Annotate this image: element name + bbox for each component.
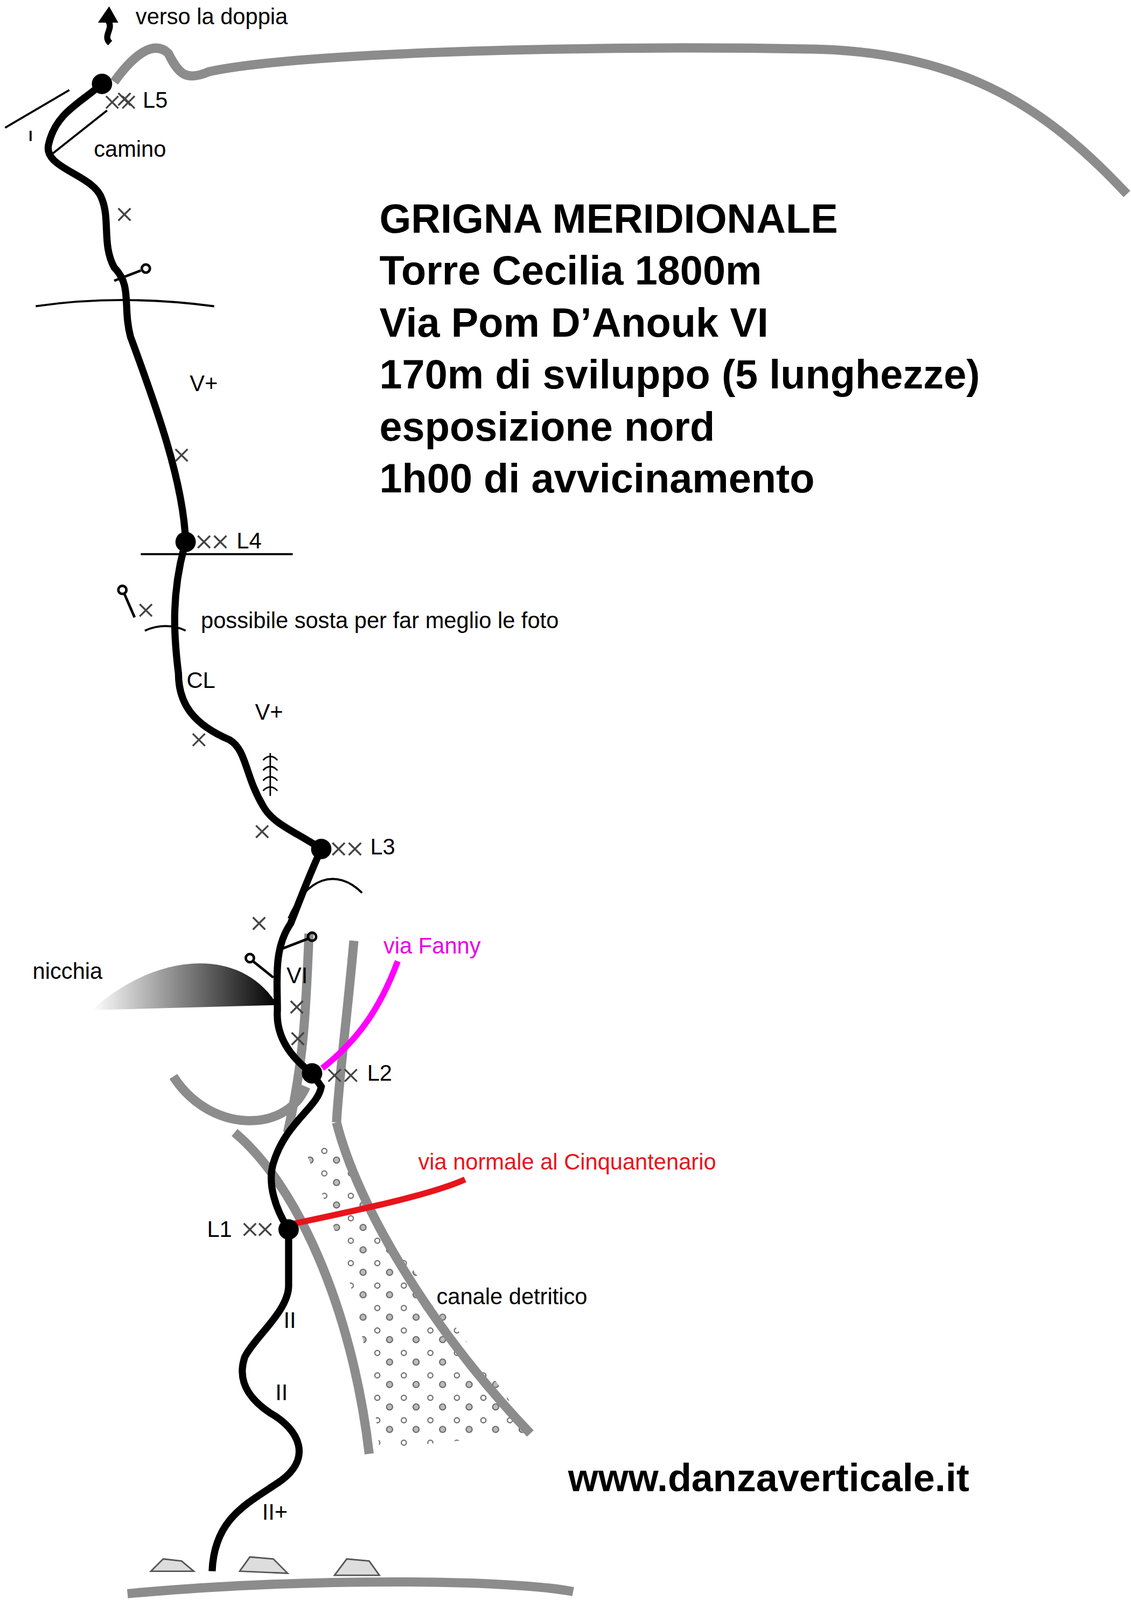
belay-label: L2 bbox=[367, 1060, 393, 1086]
bolt-mark bbox=[255, 825, 269, 838]
grade-label: CL bbox=[186, 667, 216, 693]
bolt-mark bbox=[106, 95, 119, 109]
route-info: 170m di sviluppo (5 lunghezze) bbox=[379, 351, 980, 397]
bolt-mark bbox=[332, 842, 345, 856]
route-name: via normale al Cinquantenario bbox=[417, 1149, 716, 1175]
bolt-mark bbox=[118, 93, 131, 106]
bolt-mark bbox=[139, 603, 152, 617]
belay-label: L4 bbox=[236, 528, 262, 554]
bolt-mark bbox=[192, 733, 206, 746]
grade-label: VI bbox=[286, 962, 308, 988]
belay-label: L1 bbox=[206, 1216, 232, 1242]
bolt-mark bbox=[344, 1069, 358, 1082]
grade-label: V+ bbox=[254, 699, 283, 725]
grade-label: II bbox=[275, 1379, 288, 1405]
note-label: possibile sosta per far meglio le foto bbox=[200, 608, 559, 633]
route-info: esposizione nord bbox=[379, 403, 715, 449]
feature-label: nicchia bbox=[32, 958, 103, 984]
bolt-mark bbox=[214, 535, 227, 549]
grade-label: V+ bbox=[189, 371, 218, 396]
bolt-mark bbox=[243, 1223, 257, 1236]
route-name: via Fanny bbox=[383, 933, 481, 959]
bolt-mark bbox=[197, 535, 211, 549]
bolt-mark bbox=[348, 842, 362, 856]
bolt-mark bbox=[259, 1223, 272, 1236]
route-info: Torre Cecilia 1800m bbox=[379, 247, 762, 293]
grade-label: II bbox=[283, 1307, 296, 1333]
bolt-mark bbox=[118, 208, 131, 221]
feature-label: canale detritico bbox=[436, 1283, 588, 1309]
website-url: www.danzaverticale.it bbox=[568, 1456, 970, 1499]
topo-title: GRIGNA MERIDIONALE bbox=[379, 196, 838, 241]
direction-note: verso la doppia bbox=[135, 4, 288, 30]
feature-label: camino bbox=[93, 136, 166, 162]
bolt-mark bbox=[253, 917, 266, 930]
grade-label: II+ bbox=[262, 1499, 288, 1525]
route-info: Via Pom D’Anouk VI bbox=[379, 299, 769, 345]
bolt-mark bbox=[290, 1000, 304, 1014]
route-info: 1h00 di avvicinamento bbox=[379, 455, 815, 501]
bolt-mark bbox=[328, 1069, 341, 1082]
belay-label: L5 bbox=[142, 87, 168, 113]
bolt-mark bbox=[175, 449, 188, 462]
bolt-mark bbox=[291, 1032, 305, 1045]
belay-label: L3 bbox=[369, 834, 395, 860]
